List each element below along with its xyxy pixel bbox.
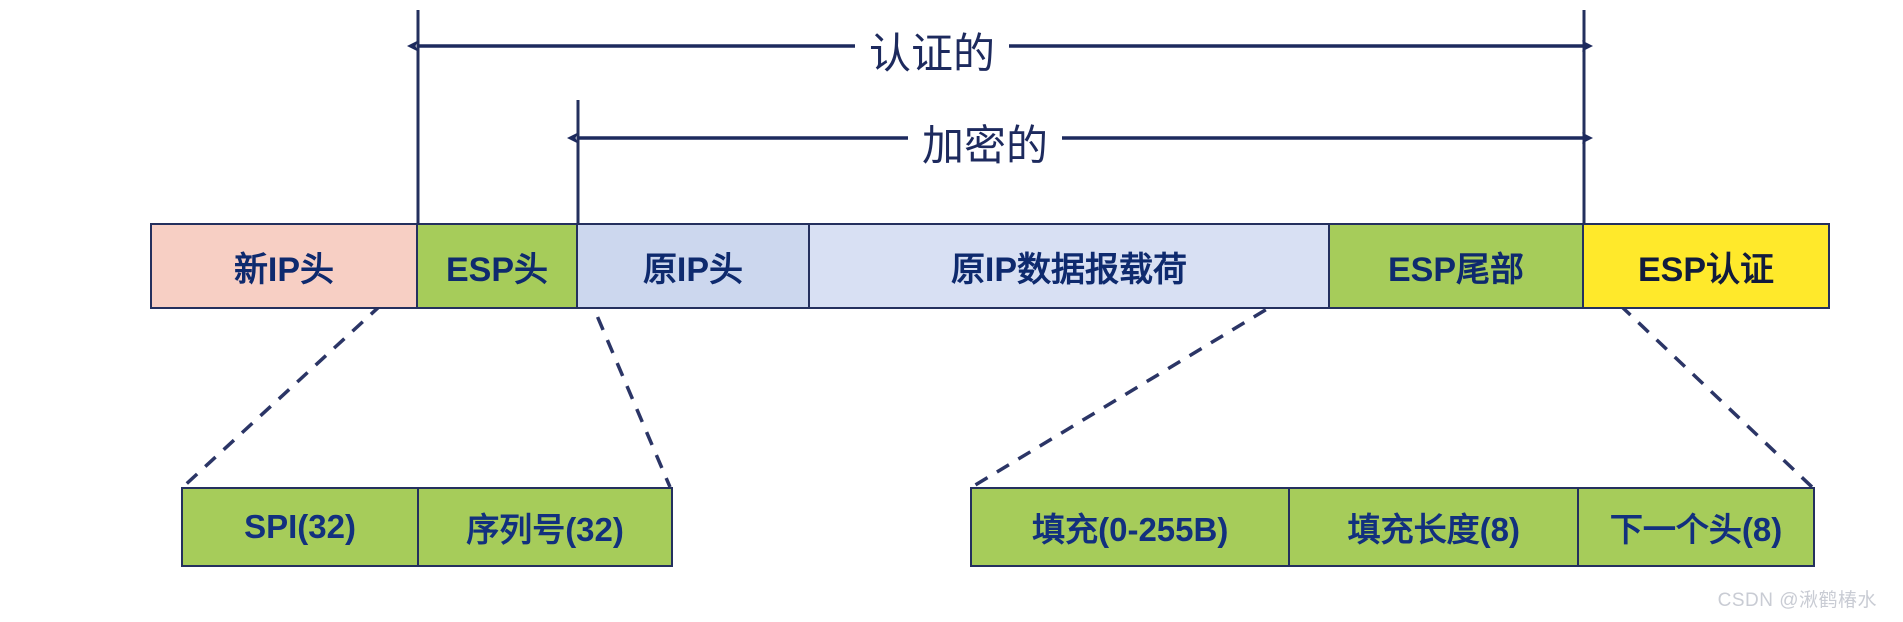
esp-trailer-detail-box: 填充(0-255B) 填充长度(8) 下一个头(8) [970,487,1815,567]
packet-cell-orig-ip-header[interactable]: 原IP头 [578,225,810,307]
esp-header-field-spi[interactable]: SPI(32) [183,489,420,565]
packet-cell-orig-ip-payload[interactable]: 原IP数据报载荷 [810,225,1330,307]
packet-cell-label: 新IP头 [233,250,335,289]
field-label: SPI(32) [244,508,356,545]
esp-header-field-seq-num[interactable]: 序列号(32) [419,489,671,565]
field-label: 填充(0-255B) [1032,511,1229,548]
watermark-text: CSDN @湫鹤椿水 [1717,590,1877,611]
csdn-watermark: CSDN @湫鹤椿水 [1718,585,1877,612]
packet-cell-label: ESP尾部 [1387,250,1525,289]
span-label-text: 认证的 [869,30,996,77]
field-label: 填充长度(8) [1347,511,1520,548]
packet-cell-label: 原IP头 [642,250,744,289]
packet-cell-label: ESP认证 [1637,250,1775,289]
authenticated-span-label: 认证的 [855,20,1010,81]
esp-header-detail-box: SPI(32) 序列号(32) [181,487,673,567]
span-label-text: 加密的 [922,122,1049,169]
packet-cell-label: 原IP数据报载荷 [950,250,1188,289]
encrypted-span-label: 加密的 [908,112,1063,173]
esp-packet-bar: 新IP头 ESP头 原IP头 原IP数据报载荷 ESP尾部 ESP认证 [150,223,1830,309]
esp-trailer-field-pad-length[interactable]: 填充长度(8) [1290,489,1580,565]
esp-trailer-field-padding[interactable]: 填充(0-255B) [972,489,1291,565]
field-label: 序列号(32) [466,511,624,548]
esp-trailer-field-next-header[interactable]: 下一个头(8) [1579,489,1813,565]
packet-cell-esp-trailer[interactable]: ESP尾部 [1330,225,1584,307]
field-label: 下一个头(8) [1609,511,1783,548]
packet-cell-label: ESP头 [445,250,549,289]
packet-cell-new-ip-header[interactable]: 新IP头 [152,225,418,307]
packet-cell-esp-auth[interactable]: ESP认证 [1584,225,1828,307]
packet-cell-esp-header[interactable]: ESP头 [418,225,578,307]
